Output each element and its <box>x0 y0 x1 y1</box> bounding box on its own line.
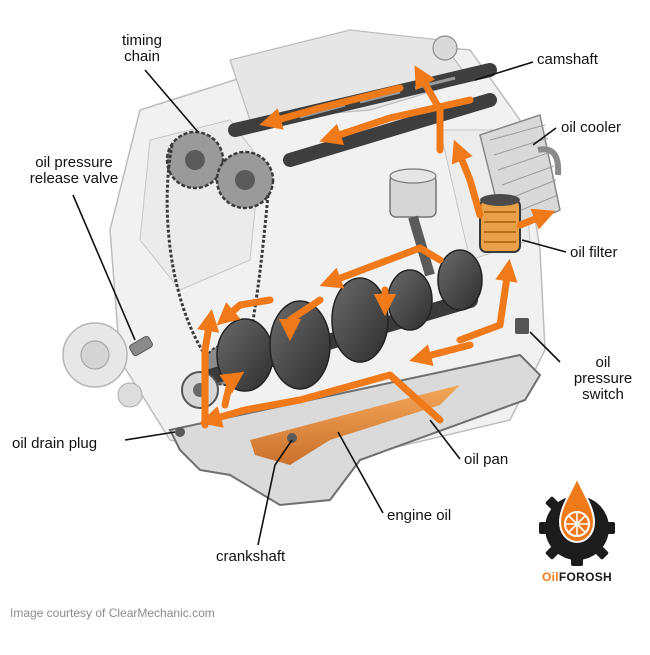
label-crankshaft: crankshaft <box>216 548 286 565</box>
leader-engine-oil <box>337 431 384 514</box>
release-valve-part <box>129 335 153 357</box>
label-oil-pressure-switch: oil pressure switch <box>573 354 633 403</box>
oil-pan-part <box>168 353 542 507</box>
oil-flow-arrows <box>197 65 556 429</box>
leader-oil-filter <box>521 239 567 253</box>
label-camshaft: camshaft <box>537 51 598 68</box>
oilforosh-logo <box>539 475 615 566</box>
leader-crankshaft <box>257 439 293 546</box>
label-oil-cooler: oil cooler <box>561 119 622 136</box>
pressure-switch-part <box>515 318 529 334</box>
oil-filter-part <box>479 194 521 253</box>
label-oil-pressure-release-valve: oil pressure release valve <box>29 154 119 187</box>
label-timing-chain: timing chain <box>121 32 162 65</box>
leader-release-valve <box>72 194 136 341</box>
label-engine-oil: engine oil <box>387 507 452 524</box>
leader-lines <box>72 61 567 546</box>
label-oil-filter: oil filter <box>570 244 618 261</box>
leader-oil-cooler <box>532 127 557 146</box>
leader-timing-chain <box>144 69 199 133</box>
image-credit: Image courtesy of ClearMechanic.com <box>10 606 215 620</box>
leader-pressure-switch <box>529 331 561 363</box>
label-oil-drain-plug: oil drain plug <box>12 435 98 452</box>
leader-oil-pan <box>429 419 461 460</box>
brand-name: OilFOROSH <box>541 570 613 584</box>
piston-part <box>389 168 437 277</box>
leader-camshaft <box>474 61 534 81</box>
label-oil-pan: oil pan <box>464 451 509 468</box>
leader-drain-plug <box>124 431 176 441</box>
